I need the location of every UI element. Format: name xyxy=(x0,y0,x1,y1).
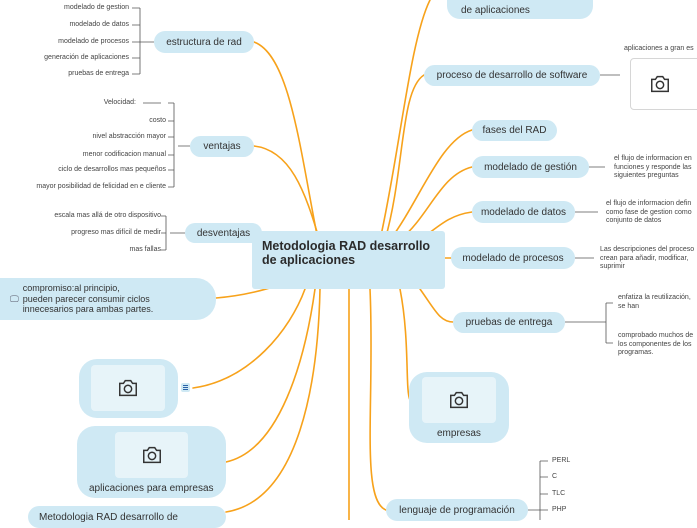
compromiso-line-2: pueden parecer consumir ciclos xyxy=(22,293,150,304)
note-gestion-line-2: funciones y responde las xyxy=(614,163,692,171)
leaf-php[interactable]: PHP xyxy=(552,506,567,513)
note-datos[interactable]: el flujo de informacion defin como fase … xyxy=(606,200,692,226)
topic-proceso-desarrollo-software[interactable]: proceso de desarrollo de software xyxy=(424,65,600,86)
leaf-tlc[interactable]: TLC xyxy=(552,490,566,497)
link-pruebas xyxy=(419,288,454,323)
topic-fases-del-rad[interactable]: fases del RAD xyxy=(472,120,557,141)
empresas-label: empresas xyxy=(437,428,481,439)
leaf-progreso[interactable]: progreso mas difícil de medir xyxy=(71,229,161,236)
note-gestion-line-1: el flujo de informacion en xyxy=(614,155,692,162)
central-topic[interactable]: Metodologia RAD desarrollo de aplicacion… xyxy=(252,231,445,289)
note-datos-line-2: como fase de gestion como xyxy=(606,208,692,216)
topic-estructura-de-rad[interactable]: estructura de rad xyxy=(154,31,254,53)
leaf-costo[interactable]: costo xyxy=(149,117,166,124)
compromiso-line-1: compromiso:al principio, xyxy=(22,283,120,294)
note-aplicaciones-gran-escala[interactable]: aplicaciones a gran es xyxy=(624,45,694,52)
compromiso-line-3: innecesarios para ambas partes. xyxy=(22,304,154,315)
leaf-mas-fallas[interactable]: mas fallas xyxy=(129,246,161,253)
leaf-velocidad[interactable]: Velocidad: xyxy=(103,99,136,106)
note-procesos-line-3: suprimir xyxy=(600,263,625,270)
note-procesos-line-1: Las descripciones del proceso xyxy=(600,246,695,253)
leaf-menor-codificacion[interactable]: menor codificacion manual xyxy=(82,151,166,158)
top-partial-label: de aplicaciones xyxy=(461,5,530,16)
note-pruebas-1[interactable]: enfatiza la reutilización, se han xyxy=(618,294,691,311)
link-top xyxy=(379,0,431,241)
leaf-modelado-procesos[interactable]: modelado de procesos xyxy=(58,38,129,45)
camera-icon xyxy=(142,446,161,464)
link-empresas-left xyxy=(225,288,316,463)
topic-modelado-gestion[interactable]: modelado de gestión xyxy=(472,156,589,178)
note-datos-line-1: el flujo de informacion defin xyxy=(606,200,692,207)
leaf-c[interactable]: C xyxy=(552,473,558,480)
leaf-pruebas-entrega[interactable]: pruebas de entrega xyxy=(68,70,129,77)
image-topic[interactable] xyxy=(79,359,178,418)
image-placeholder xyxy=(91,365,165,411)
leaf-mayor-posibilidad[interactable]: mayor posibilidad de felicidad en e clie… xyxy=(36,183,166,190)
note-pruebas-1-line-2: se han xyxy=(618,302,640,310)
note-datos-line-3: conjunto de datos xyxy=(606,217,662,224)
image-placeholder xyxy=(422,377,496,423)
topic-empresas[interactable]: empresas xyxy=(409,372,509,443)
link-estructura xyxy=(253,41,319,241)
camera-icon xyxy=(450,391,468,409)
monitor-icon: 🖵 xyxy=(10,293,19,304)
topic-metodologia-copy[interactable]: Metodologia RAD desarrollo de xyxy=(28,506,226,528)
link-image-node xyxy=(192,288,306,389)
note-pruebas-1-line-1: enfatiza la reutilización, xyxy=(618,294,691,301)
notes-icon[interactable] xyxy=(181,383,190,392)
image-placeholder xyxy=(115,432,188,478)
link-gestion xyxy=(399,166,473,241)
aplicaciones-empresas-label: aplicaciones para empresas xyxy=(89,483,214,494)
note-pruebas-2-line-1: comprobado muchos de xyxy=(618,332,694,339)
link-proceso xyxy=(384,74,425,241)
topic-lenguaje-de-programacion[interactable]: lenguaje de programación xyxy=(386,499,528,521)
leaf-ciclo-desarrollos[interactable]: ciclo de desarrollos mas pequeños xyxy=(58,166,166,173)
leaf-modelado-gestion[interactable]: modelado de gestion xyxy=(64,4,129,11)
note-procesos-line-2: crean para añadir, modificar, xyxy=(600,254,689,262)
topic-aplicaciones-para-empresas[interactable]: aplicaciones para empresas xyxy=(77,426,226,498)
topic-pruebas-de-entrega[interactable]: pruebas de entrega xyxy=(453,312,565,333)
link-lenguaje xyxy=(369,288,387,511)
leaf-modelado-datos[interactable]: modelado de datos xyxy=(69,21,129,28)
note-pruebas-2-line-2: los componentes de los xyxy=(618,340,692,348)
leaf-escala[interactable]: escala mas allá de otro dispositivo xyxy=(54,212,161,219)
topic-de-aplicaciones[interactable]: de aplicaciones xyxy=(447,0,593,19)
note-pruebas-2-line-3: programas. xyxy=(618,349,654,356)
link-ventajas xyxy=(253,145,321,243)
note-procesos[interactable]: Las descripciones del proceso crean para… xyxy=(600,246,694,272)
leaf-perl[interactable]: PERL xyxy=(552,457,571,464)
note-pruebas-2[interactable]: comprobado muchos de los componentes de … xyxy=(618,332,693,358)
link-fases xyxy=(389,129,473,241)
link-bottom xyxy=(225,288,321,513)
note-gestion[interactable]: el flujo de informacion en funciones y r… xyxy=(614,155,692,181)
leaf-nivel-abstraccion[interactable]: nivel abstracción mayor xyxy=(92,133,166,140)
camera-icon xyxy=(119,379,137,397)
note-gestion-line-3: siguientes preguntas xyxy=(614,172,679,179)
topic-ventajas[interactable]: ventajas xyxy=(190,136,254,157)
link-empresas xyxy=(399,288,411,401)
leaf-generacion-aplicaciones[interactable]: generación de aplicaciones xyxy=(44,54,129,61)
topic-modelado-procesos[interactable]: modelado de procesos xyxy=(451,247,575,269)
topic-desventajas[interactable]: desventajas xyxy=(185,223,262,243)
topic-compromiso[interactable]: 🖵 compromiso:al principio, pueden parece… xyxy=(0,278,216,320)
camera-icon xyxy=(651,75,669,93)
topic-modelado-datos[interactable]: modelado de datos xyxy=(472,201,575,223)
image-placeholder-proceso[interactable] xyxy=(630,58,697,110)
